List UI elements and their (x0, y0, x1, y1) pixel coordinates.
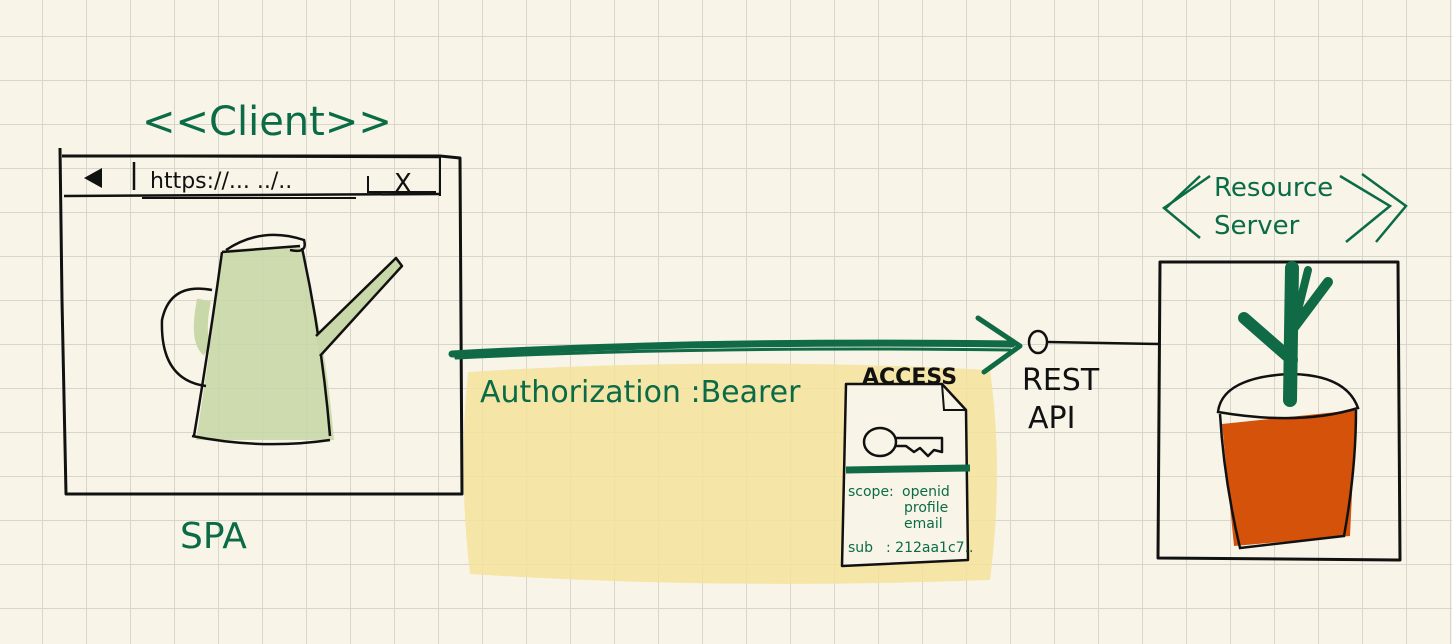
client-caption: SPA (180, 516, 247, 557)
server-stereotype-line1: Resource (1214, 173, 1333, 203)
token-sub-label: sub (848, 540, 873, 556)
token-sub-value: : 212aa1c7.. (886, 540, 973, 556)
browser-window: https://... ../.. X (58, 147, 464, 496)
plant-pot-icon (1216, 261, 1360, 550)
server-box (1156, 260, 1402, 562)
close-icon[interactable]: X (394, 169, 412, 199)
client-stereotype: <<Client>> (142, 99, 392, 145)
token-scope-value: email (904, 516, 943, 532)
token-scope-label: scope: (848, 484, 894, 500)
token-scope-value: profile (904, 500, 948, 516)
api-endpoint (1027, 329, 1161, 355)
api-label-line2: API (1028, 401, 1075, 436)
api-label-line1: REST (1022, 363, 1100, 398)
server-stereotype-line2: Server (1214, 211, 1300, 241)
server-stereotype-brackets (1161, 172, 1408, 243)
access-token-document: ACCESS scope: openid profile email sub :… (840, 365, 973, 568)
back-arrow-icon[interactable] (84, 168, 102, 188)
watering-can-icon (160, 233, 404, 446)
request-arrow (448, 315, 1023, 375)
key-icon (862, 426, 944, 458)
url-text[interactable]: https://... ../.. (150, 169, 292, 194)
authorization-header-label: Authorization :Bearer (480, 375, 801, 410)
token-title: ACCESS (862, 365, 957, 390)
token-scope-value: openid (902, 484, 950, 500)
